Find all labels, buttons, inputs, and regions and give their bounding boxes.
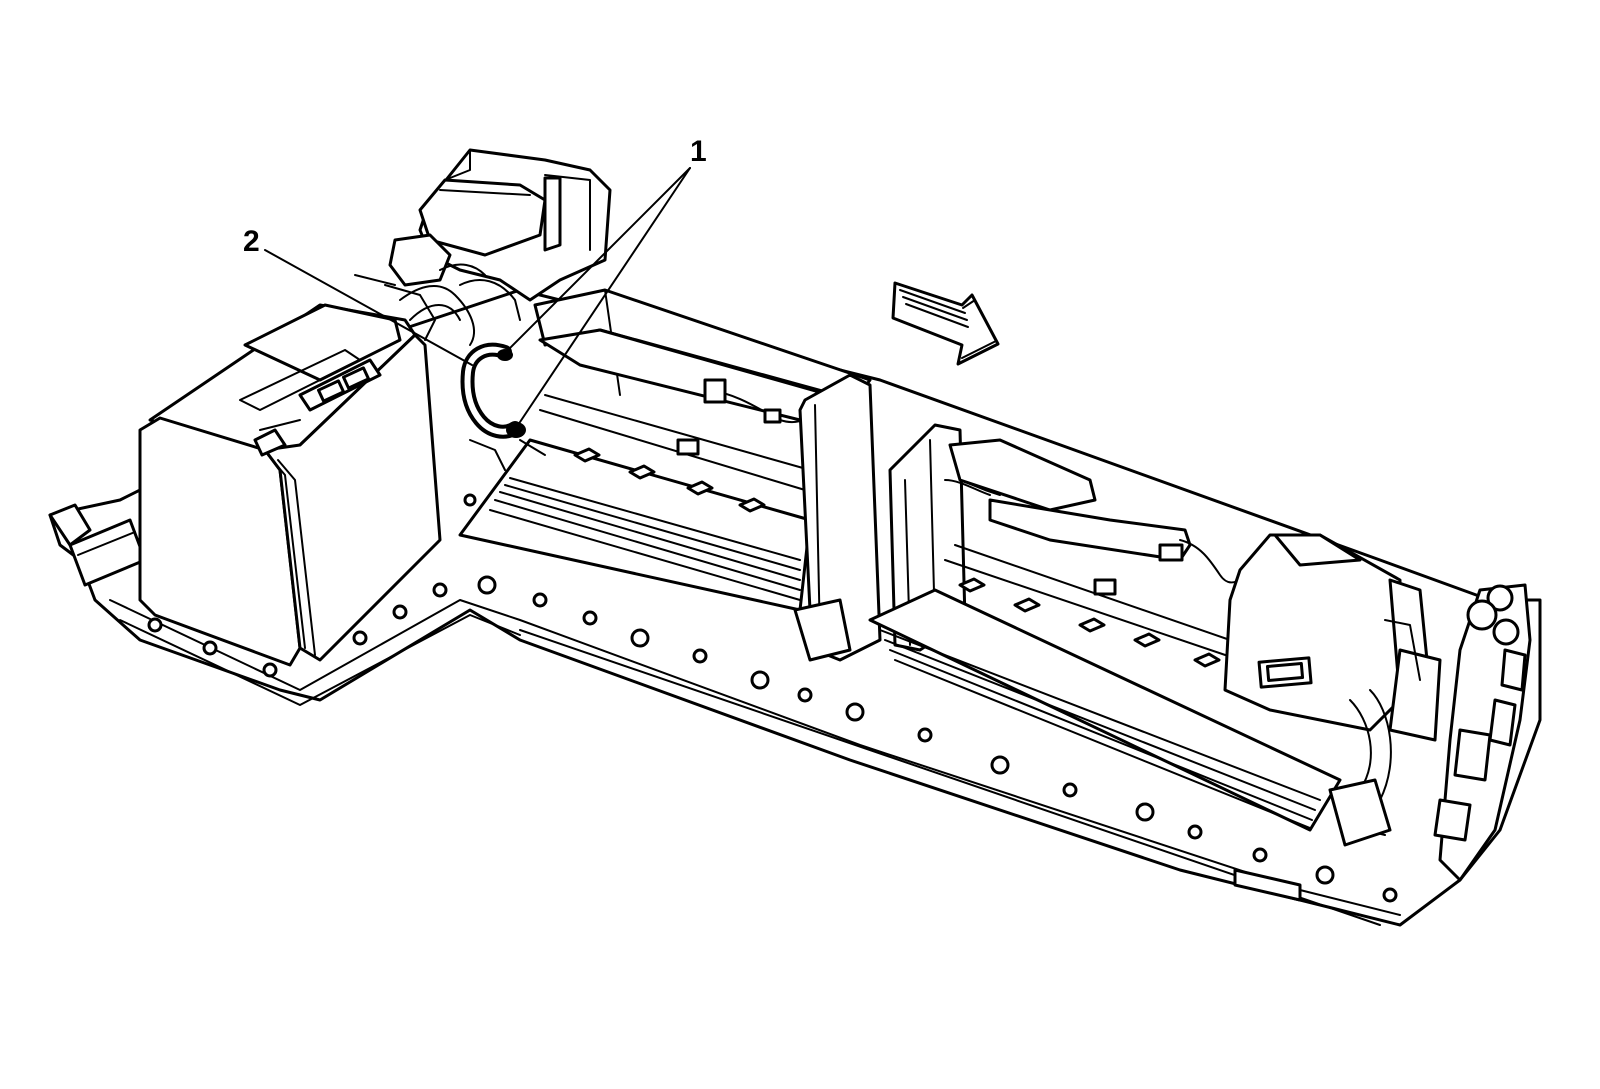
rear-electronics-module: [1223, 533, 1532, 902]
callout-1-label: 1: [690, 135, 707, 168]
callout-leader-lines: [264, 167, 691, 426]
left-battery-module: [138, 303, 442, 667]
direction-arrow-icon: [891, 281, 1000, 366]
callout-2-label: 2: [243, 225, 260, 258]
rear-upper-module: [354, 148, 612, 346]
right-battery-module: [868, 423, 1342, 832]
center-battery-module: [458, 288, 882, 662]
coolant-hose-highlight: [460, 342, 546, 471]
